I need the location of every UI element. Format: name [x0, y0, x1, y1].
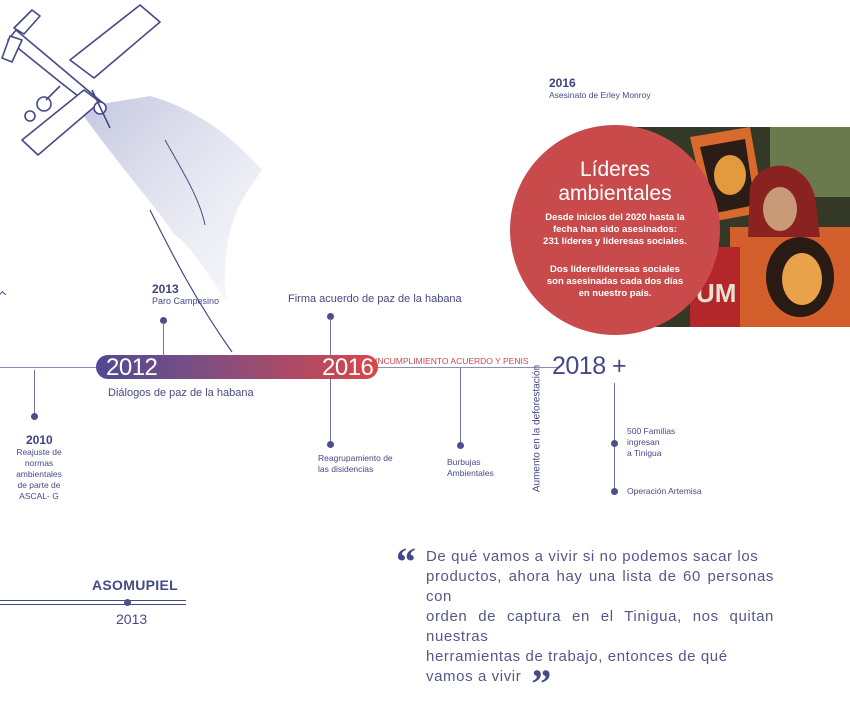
event-2016-year: 2016: [549, 76, 576, 90]
event-2010-dot: [31, 413, 38, 420]
quote-open-icon: “: [396, 539, 416, 584]
bar-year-end: 2016: [322, 354, 374, 381]
reagrupamiento-text: Reagrupamiento de las disidencias: [318, 453, 393, 474]
airplane-icon: [1, 4, 161, 156]
asomupiel-line-bottom: [0, 604, 186, 605]
asomupiel-line-top: [0, 600, 186, 601]
familias-dot: [611, 440, 618, 447]
lideres-p2: Dos lídere/lideresas sociales son asesin…: [546, 264, 684, 299]
bar-caption: Diálogos de paz de la habana: [108, 387, 254, 399]
bar-year-start: 2012: [106, 354, 158, 381]
event-2013-year: 2013: [152, 282, 179, 296]
asomupiel-name: ASOMUPIEL: [92, 577, 178, 593]
reagrupamiento-dot: [327, 441, 334, 448]
event-2010-line: [34, 370, 35, 415]
spray-cloud: [78, 96, 262, 300]
firma-line: [330, 318, 331, 356]
firma-label: Firma acuerdo de paz de la habana: [288, 293, 462, 305]
reagrupamiento-line: [330, 379, 331, 443]
timeline-bar: [96, 355, 378, 379]
lideres-title: Líderes ambientales: [558, 158, 672, 205]
incumplimiento-label: INCUMPLIMIENTO ACUERDO Y PENIS: [375, 356, 529, 366]
burbujas-line: [460, 368, 461, 444]
quote-close-icon: ”: [531, 661, 552, 706]
lideres-circle: [510, 125, 720, 335]
deforestacion-label: Aumento en la deforestación: [531, 364, 543, 493]
event-2010-text: Reajuste de normas ambientales de parte …: [16, 447, 62, 501]
asomupiel-year: 2013: [116, 611, 148, 627]
event-2016-text: Asesinato de Erley Monroy: [549, 90, 651, 100]
firma-dot: [327, 313, 334, 320]
event-2013-line: [163, 322, 164, 356]
event-2013-text: Paro Campesino: [152, 296, 220, 306]
branch-2018-line: [614, 383, 615, 493]
asomupiel-dot: [124, 599, 131, 606]
familias-text: 500 Familias ingresan a Tinigua: [627, 426, 676, 458]
burbujas-text: Burbujas Ambientales: [447, 457, 494, 478]
event-2013-dot: [160, 317, 167, 324]
artemisa-dot: [611, 488, 618, 495]
airplane-illustration: [1, 4, 262, 353]
burbujas-dot: [457, 442, 464, 449]
year-2018-plus: 2018 +: [552, 352, 627, 380]
event-2010-year: 2010: [26, 433, 53, 447]
lideres-p1: Desde inicios del 2020 hasta la fecha ha…: [543, 212, 687, 247]
artemisa-text: Operación Artemisa: [627, 486, 702, 496]
quote-text: De qué vamos a vivir si no podemos sacar…: [426, 548, 774, 706]
